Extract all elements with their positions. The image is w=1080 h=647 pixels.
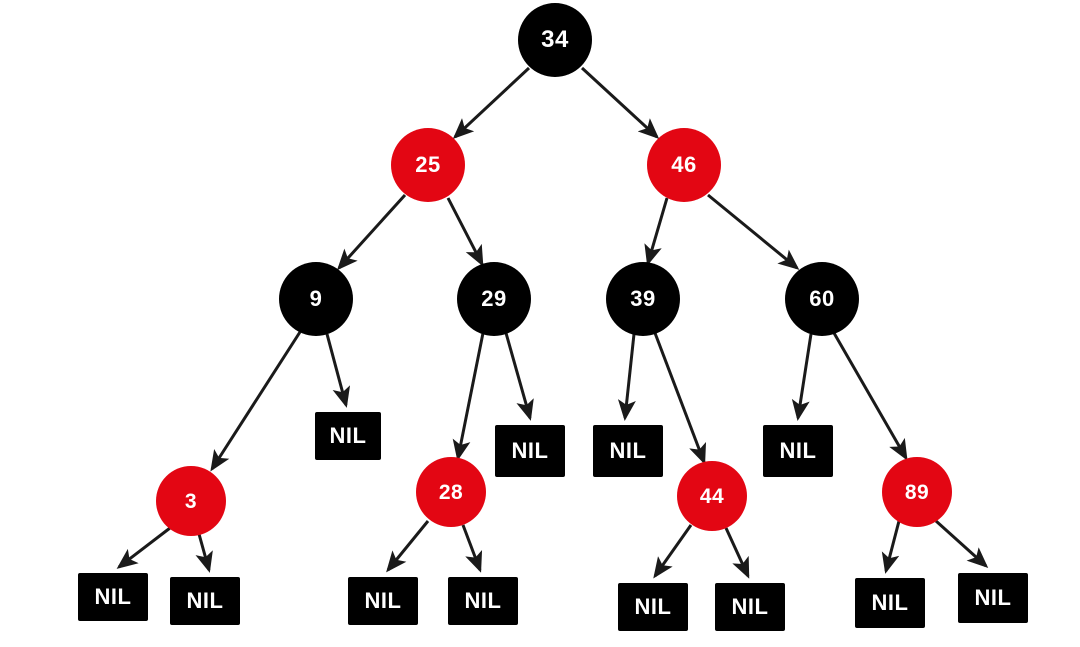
nil-leaf-node: NIL: [593, 425, 663, 477]
tree-edge-n89-to-nil_89r: [934, 519, 989, 569]
tree-edge-n46-to-n60: [707, 193, 800, 270]
nil-leaf-node: NIL: [78, 573, 148, 621]
node-label: 3: [184, 489, 198, 513]
tree-node-89: 89: [882, 457, 952, 527]
nil-leaf-node: NIL: [495, 425, 565, 477]
node-label: 60: [809, 286, 835, 311]
tree-edge-n44-to-nil_44l: [653, 524, 693, 579]
nil-leaf-node: NIL: [855, 578, 925, 628]
tree-edge-n3-to-nil_3l: [116, 526, 171, 569]
tree-edges: [116, 66, 989, 579]
tree-node-34: 34: [518, 3, 592, 77]
tree-node-39: 39: [606, 262, 680, 336]
nil-leaf-node: NIL: [763, 425, 833, 477]
tree-edge-n44-to-nil_44r: [724, 527, 750, 579]
node-label: NIL: [634, 594, 672, 619]
nil-leaf-node: NIL: [348, 577, 418, 625]
node-label: NIL: [609, 438, 647, 463]
node-label: 44: [699, 484, 725, 508]
node-label: NIL: [731, 594, 769, 619]
tree-node-3: 3: [156, 466, 226, 536]
tree-edge-n28-to-nil_28r: [461, 524, 483, 573]
tree-node-29: 29: [457, 262, 531, 336]
tree-node-25: 25: [391, 128, 465, 202]
node-label: 25: [415, 152, 441, 177]
tree-node-46: 46: [647, 128, 721, 202]
nil-leaf-node: NIL: [448, 577, 518, 625]
tree-edge-n34-to-n25: [452, 66, 531, 140]
nil-leaf-node: NIL: [958, 573, 1028, 623]
tree-edge-n25-to-n29: [446, 197, 484, 267]
node-label: NIL: [871, 590, 909, 615]
tree-edge-n60-to-n89: [832, 332, 908, 461]
tree-node-28: 28: [416, 457, 486, 527]
tree-edge-n29-to-nil_29r: [504, 332, 534, 421]
tree-edge-n46-to-n39: [644, 197, 669, 266]
node-label: NIL: [94, 584, 132, 609]
node-label: NIL: [511, 438, 549, 463]
tree-node-44: 44: [677, 461, 747, 531]
node-label: NIL: [364, 588, 402, 613]
node-label: 34: [541, 26, 569, 53]
tree-edge-n25-to-n9: [336, 193, 407, 271]
tree-edge-n28-to-nil_28l: [386, 520, 430, 573]
nil-leaf-node: NIL: [618, 583, 688, 631]
tree-node-9: 9: [279, 262, 353, 336]
tree-edge-n3-to-nil_3r: [195, 533, 213, 573]
node-label: 28: [438, 480, 464, 504]
tree-edge-n29-to-n28: [452, 332, 485, 461]
tree-node-60: 60: [785, 262, 859, 336]
tree-edge-n9-to-nil_9r: [325, 333, 351, 408]
nil-leaf-node: NIL: [170, 577, 240, 625]
node-label: 89: [904, 480, 930, 504]
node-label: 46: [671, 152, 697, 177]
node-label: NIL: [186, 588, 224, 613]
node-label: NIL: [779, 438, 817, 463]
node-label: NIL: [974, 585, 1012, 610]
tree-edge-n34-to-n46: [580, 66, 660, 140]
node-label: 39: [630, 286, 656, 311]
node-label: NIL: [464, 588, 502, 613]
nil-leaf-node: NIL: [715, 583, 785, 631]
node-label: NIL: [329, 423, 367, 448]
tree-edge-n39-to-nil_39l: [617, 333, 636, 421]
tree-edge-n60-to-nil_60l: [791, 333, 813, 421]
node-label: 29: [481, 286, 507, 311]
tree-edge-n9-to-n3: [210, 331, 302, 472]
tree-edge-n89-to-nil_89l: [881, 520, 901, 574]
node-label: 9: [309, 286, 323, 311]
nil-leaf-node: NIL: [315, 412, 381, 460]
